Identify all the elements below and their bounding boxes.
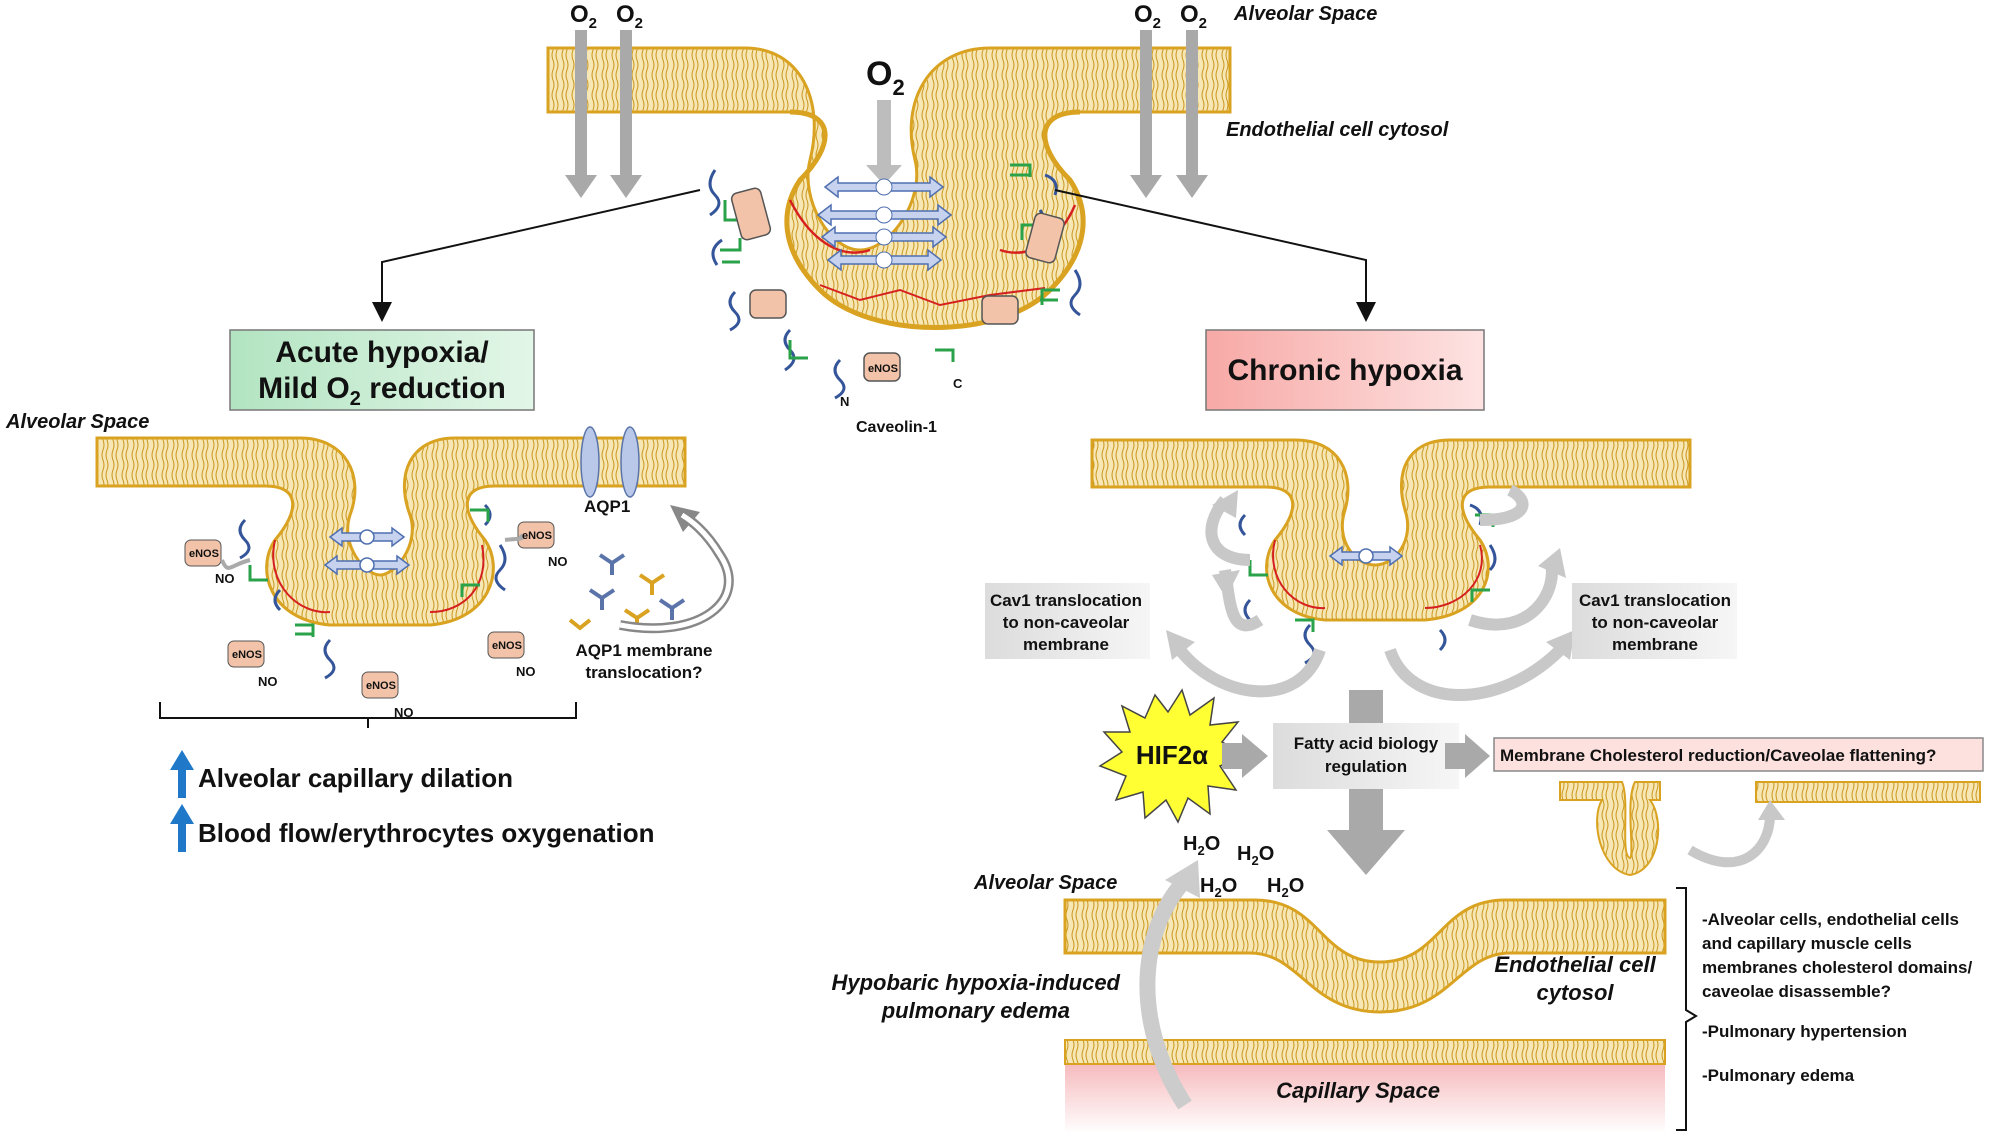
up-arrow-2 <box>170 804 194 852</box>
cav1-left-line3: membrane <box>1023 635 1109 654</box>
aqp1-channel <box>580 426 640 498</box>
acute-caveolin <box>238 503 507 680</box>
no-label-4: NO <box>394 705 414 720</box>
cav1-right-line3: membrane <box>1612 635 1698 654</box>
cav1-arrowheads <box>1166 490 1575 660</box>
edema-arrow <box>1139 860 1200 1110</box>
note-line1: -Alveolar cells, endothelial cells <box>1702 910 1959 929</box>
chronic-hypoxia-box <box>1205 329 1485 411</box>
caveolin-label: Caveolin-1 <box>856 419 937 436</box>
acute-bracket <box>159 702 577 728</box>
note-line5: -Pulmonary hypertension <box>1702 1022 1907 1041</box>
edema-line1: Hypobaric hypoxia-induced <box>832 970 1121 995</box>
o2-label-1: O2 <box>570 1 597 32</box>
acute-enos-label-5: eNOS <box>492 640 522 652</box>
bottom-alveolar-space: Alveolar Space <box>973 872 1117 894</box>
acute-alveolar-space: Alveolar Space <box>5 411 149 433</box>
cav1-right-line2: to non-caveolar <box>1592 613 1719 632</box>
o2-label-4: O2 <box>1180 1 1207 32</box>
hif2a-label: HIF2α <box>1136 740 1208 770</box>
fatty-acid-box <box>1273 723 1459 789</box>
o2-label-center: O2 <box>866 55 905 100</box>
no-label-1: NO <box>215 571 235 586</box>
branch-arrows <box>372 189 1376 322</box>
cav1-left-line2: to non-caveolar <box>1003 613 1130 632</box>
h2o-label-3: H2O <box>1200 875 1237 900</box>
outcome-blood-flow: Blood flow/erythrocytes oxygenation <box>198 818 655 848</box>
acute-hypoxia-box <box>229 329 535 411</box>
top-cytosol-label: Endothelial cell cytosol <box>1226 119 1449 141</box>
h2o-label-2: H2O <box>1237 843 1274 868</box>
note-line6: -Pulmonary edema <box>1702 1066 1855 1085</box>
flattened-membrane <box>1063 898 1667 1014</box>
hif-to-fatty-arrow <box>1222 734 1268 778</box>
note-line3: membranes cholesterol domains/ <box>1702 958 1972 977</box>
cav1-left-box <box>985 583 1150 659</box>
hif2a-starburst <box>1098 688 1248 824</box>
chronic-caveolin <box>1238 503 1497 665</box>
aqp1-question-1: AQP1 membrane <box>576 641 713 660</box>
flattening-membranes <box>1559 781 1981 877</box>
bottom-cytosol-line1: Endothelial cell <box>1494 952 1656 977</box>
h2o-label-4: H2O <box>1267 875 1304 900</box>
o2-bubbles <box>875 178 893 269</box>
o2-label-2: O2 <box>616 1 643 32</box>
aqp1-vesicles <box>568 553 686 631</box>
enos-top <box>730 187 1065 382</box>
acute-enos-label-3: eNOS <box>232 649 262 661</box>
acute-box-line2: Mild O2 reduction <box>258 372 506 410</box>
bottom-cytosol-line2: cytosol <box>1536 980 1614 1005</box>
cholesterol-box <box>1493 737 1984 772</box>
capillary-space-label: Capillary Space <box>1276 1078 1440 1103</box>
no-label-3: NO <box>258 674 278 689</box>
aqp1-question-2: translocation? <box>585 663 702 682</box>
acute-enos-group <box>184 521 555 699</box>
acute-enos-label-2: eNOS <box>522 530 552 542</box>
note-line4: caveolae disassemble? <box>1702 982 1891 1001</box>
notes-bracket <box>1676 887 1698 1131</box>
no-label-2: NO <box>548 554 568 569</box>
fatty-acid-line2: regulation <box>1325 757 1407 776</box>
h2o-label-1: H2O <box>1183 833 1220 858</box>
c-terminus-label: C <box>953 376 963 391</box>
chronic-membrane <box>1090 438 1692 622</box>
fatty-acid-line1: Fatty acid biology <box>1294 734 1439 753</box>
up-arrow-1 <box>170 750 194 798</box>
acute-o2-arrows <box>323 526 411 576</box>
acute-enos-label-4: eNOS <box>366 680 396 692</box>
aqp1-label: AQP1 <box>584 497 630 516</box>
o2-diffusion-arrows <box>565 30 1208 198</box>
acute-box-line1: Acute hypoxia/ <box>275 336 489 369</box>
enos-label-top: eNOS <box>868 363 898 375</box>
cav1-right-line1: Cav1 translocation <box>1579 591 1731 610</box>
cholesterol-label: Membrane Cholesterol reduction/Caveolae … <box>1500 746 1936 765</box>
chronic-box-label: Chronic hypoxia <box>1227 354 1462 387</box>
note-line2: and capillary muscle cells <box>1702 934 1912 953</box>
no-label-5: NO <box>516 664 536 679</box>
acute-enos-label-1: eNOS <box>189 548 219 560</box>
outcome-capillary-dilation: Alveolar capillary dilation <box>198 763 513 793</box>
edema-line2: pulmonary edema <box>881 998 1070 1023</box>
o2-label-3: O2 <box>1134 1 1161 32</box>
n-terminus-label: N <box>840 394 849 409</box>
cav1-left-line1: Cav1 translocation <box>990 591 1142 610</box>
cav1-right-box <box>1572 583 1737 659</box>
fatty-to-cholesterol-arrow <box>1445 734 1490 778</box>
top-alveolar-space: Alveolar Space <box>1233 3 1377 25</box>
chronic-o2-arrow <box>1328 545 1404 567</box>
